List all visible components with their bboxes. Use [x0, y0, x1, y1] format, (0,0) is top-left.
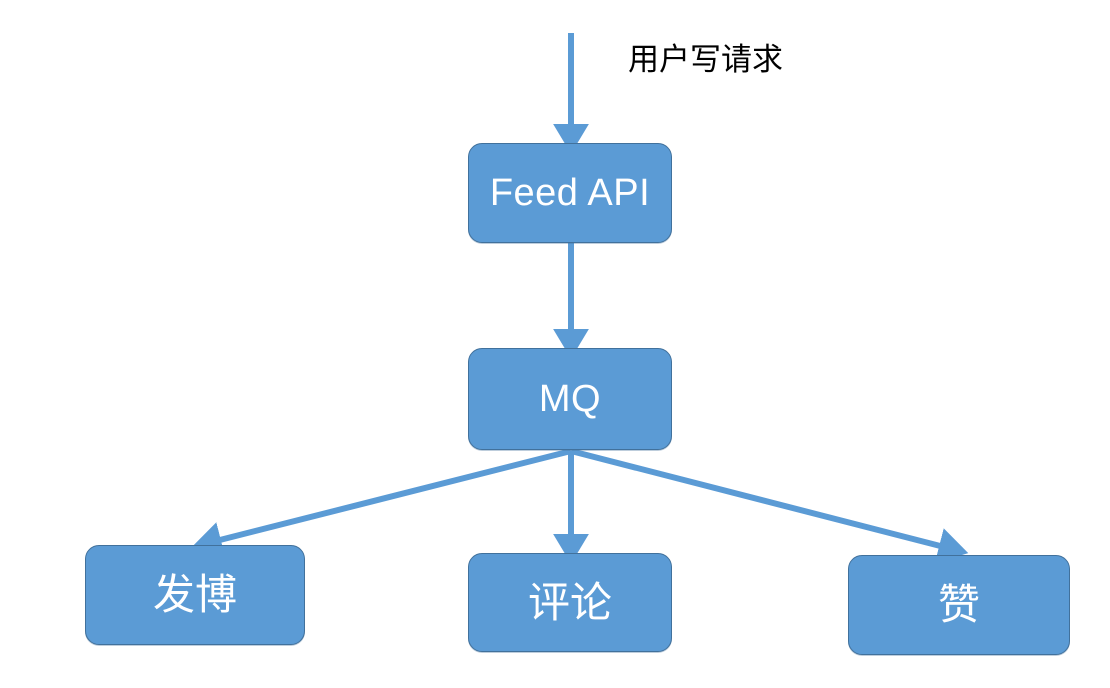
edge-label-user-write-request: 用户写请求	[628, 42, 783, 78]
node-feed-api-label: Feed API	[489, 172, 651, 214]
node-mq[interactable]: MQ	[468, 348, 672, 450]
node-post-label: 发博	[152, 570, 237, 619]
node-like-label: 赞	[937, 580, 980, 629]
node-post[interactable]: 发博	[85, 545, 305, 645]
node-like[interactable]: 赞	[848, 555, 1070, 655]
edge-mq-to-like	[570, 448, 969, 564]
node-comment[interactable]: 评论	[468, 553, 672, 652]
node-comment-label: 评论	[527, 577, 612, 627]
node-mq-label: MQ	[538, 378, 602, 420]
edge-mq-to-post	[191, 448, 572, 558]
node-feed-api[interactable]: Feed API	[468, 143, 672, 243]
